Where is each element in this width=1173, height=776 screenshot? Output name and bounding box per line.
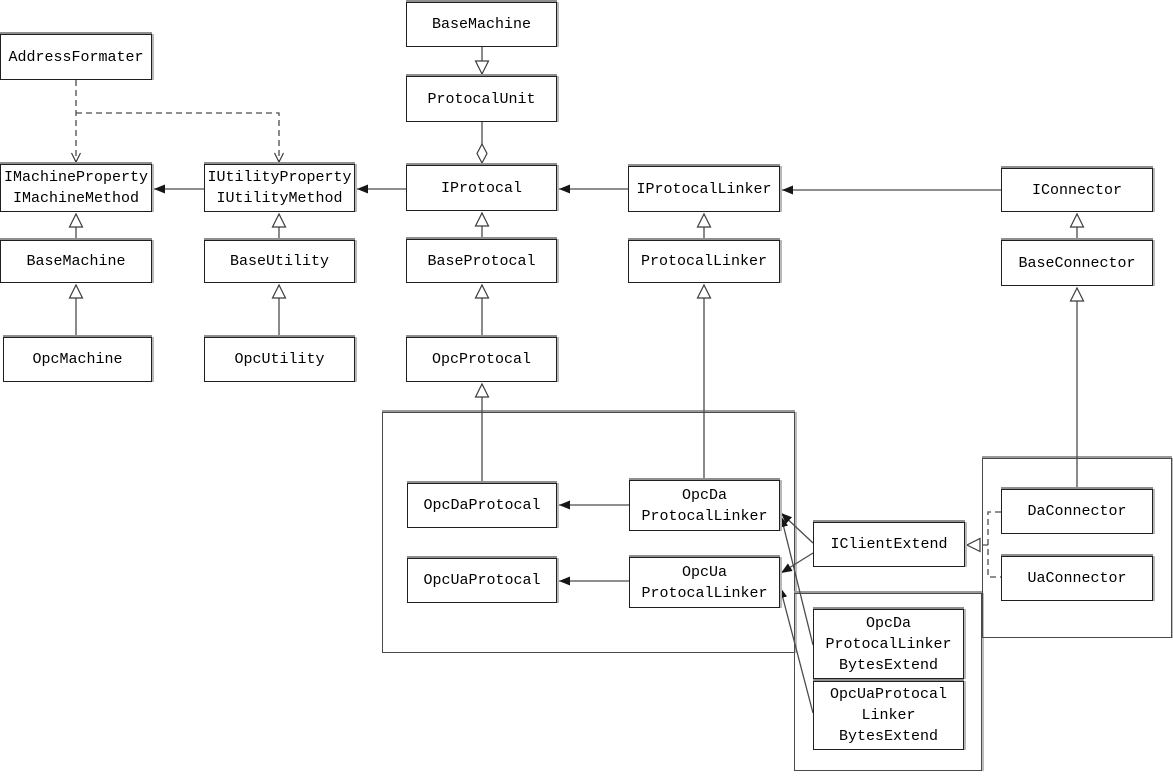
group-opc-protocal-linkers — [382, 412, 795, 653]
class-label-line: OpcUaProtocal — [829, 686, 948, 703]
class-label-line: ProtocalLinker — [641, 584, 768, 602]
class-box-i-connector: IConnector — [1001, 168, 1153, 212]
class-label-line: OpcUaProtocal — [423, 572, 541, 589]
class-label-line: OpcMachine — [32, 351, 123, 368]
class-label-line: DaConnector — [1027, 503, 1127, 520]
class-box-protocal-linker: ProtocalLinker — [628, 240, 780, 283]
class-label-line: OpcDaProtocal — [423, 497, 541, 514]
class-label-line: BaseProtocal — [427, 252, 536, 270]
class-label-line: BaseMachine — [26, 253, 126, 270]
class-box-base-machine-top: BaseMachine — [406, 2, 557, 47]
class-label-line: BaseMachine — [431, 16, 532, 33]
class-label-line: IUtilityProperty — [207, 169, 352, 186]
class-box-address-formater: AddressFormater — [0, 34, 152, 80]
class-label-line: AddressFormater — [8, 48, 144, 66]
class-label-line: ProtocalLinker — [641, 507, 768, 525]
class-label-line: IMachineProperty — [3, 169, 149, 186]
class-label-line: IUtilityMethod — [216, 190, 343, 207]
class-label-line: Linker — [861, 707, 916, 724]
class-label-line: BytesExtend — [838, 728, 939, 745]
class-label-line: ProtocalUnit — [427, 90, 536, 108]
class-box-base-protocal: BaseProtocal — [406, 239, 557, 283]
class-label-line: IConnector — [1031, 181, 1122, 199]
class-label-line: OpcDa — [865, 614, 911, 632]
class-box-i-protocal-linker: IProtocalLinker — [628, 166, 780, 212]
class-box-i-protocal: IProtocal — [406, 165, 557, 211]
class-label-line: OpcUa — [681, 563, 727, 581]
class-box-base-utility: BaseUtility — [204, 240, 355, 283]
class-label-line: IMachineMethod — [12, 190, 140, 207]
class-box-opc-machine: OpcMachine — [3, 337, 152, 382]
class-box-opc-protocal: OpcProtocal — [406, 337, 557, 382]
class-label-line: IProtocal — [440, 179, 522, 197]
class-box-opc-ua-protocal: OpcUaProtocal — [407, 558, 557, 603]
class-label-line: IProtocalLinker — [636, 180, 772, 198]
class-box-base-machine: BaseMachine — [0, 240, 152, 283]
class-label-line: OpcUtility — [234, 351, 325, 368]
class-box-base-connector: BaseConnector — [1001, 240, 1153, 286]
class-label-line: OpcProtocal — [431, 351, 532, 368]
class-label-line: BytesExtend — [838, 656, 939, 674]
class-label-line: ProtocalLinker — [640, 253, 768, 270]
class-box-da-connector: DaConnector — [1001, 489, 1153, 534]
class-box-i-client-extend: IClientExtend — [813, 522, 965, 567]
class-box-protocal-unit: ProtocalUnit — [406, 76, 557, 122]
class-box-ua-connector: UaConnector — [1001, 556, 1153, 601]
class-label-line: OpcDa — [681, 486, 727, 504]
class-label-line: ProtocalLinker — [825, 635, 952, 653]
group-connectors — [982, 458, 1172, 638]
class-box-opc-utility: OpcUtility — [204, 337, 355, 382]
class-label-line: BaseUtility — [229, 253, 330, 270]
class-label-line: UaConnector — [1027, 570, 1127, 587]
class-label-line: IClientExtend — [830, 536, 948, 553]
class-label-line: BaseConnector — [1018, 254, 1136, 272]
edge-address-formater-to-i-utility — [76, 112, 285, 164]
class-box-opc-da-protocal: OpcDaProtocal — [407, 483, 557, 528]
